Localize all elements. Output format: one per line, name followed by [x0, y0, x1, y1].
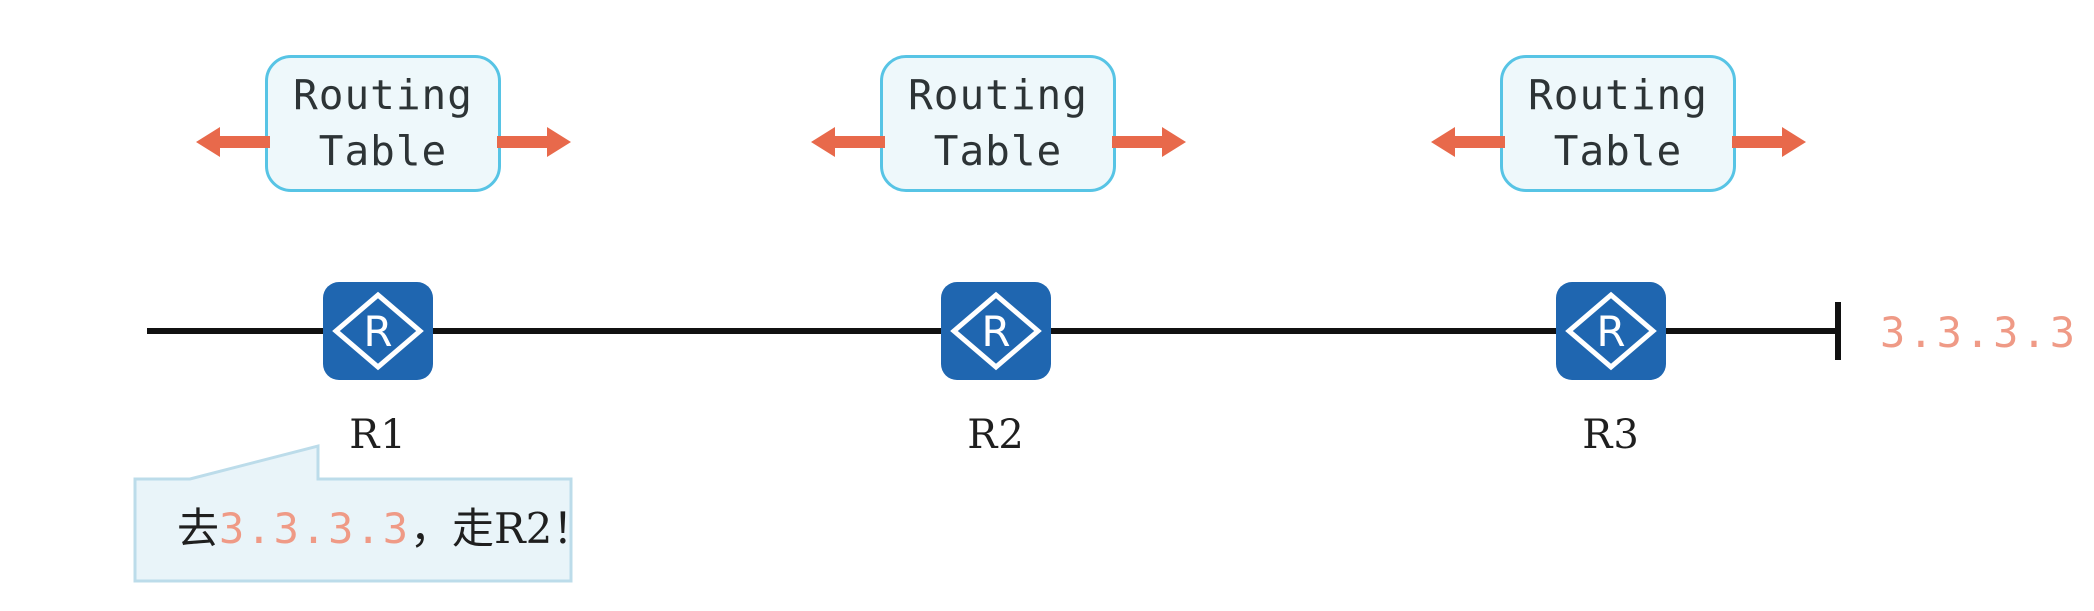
- callout-text: 去3.3.3.3，走R2！: [177, 495, 594, 556]
- routing-table-label-line2: Table: [933, 126, 1063, 175]
- svg-text:R: R: [981, 307, 1010, 356]
- arrow-right-icon-r2: [1112, 125, 1188, 159]
- line-terminator-tick: [1835, 302, 1841, 360]
- routing-table-box-r1: Routing Table: [265, 55, 501, 192]
- router-icon-r3[interactable]: R: [1556, 282, 1666, 380]
- router-label-r1: R1: [349, 412, 407, 458]
- router-label-r2: R2: [967, 412, 1025, 458]
- destination-ip-label: 3.3.3.3: [1880, 308, 2079, 357]
- routing-table-label-line2: Table: [318, 126, 448, 175]
- router-icon-r2[interactable]: R: [941, 282, 1051, 380]
- routing-table-label-line2: Table: [1553, 126, 1683, 175]
- router-label-r3: R3: [1582, 412, 1640, 458]
- arrow-left-icon-r2: [809, 125, 885, 159]
- arrow-left-icon-r3: [1429, 125, 1505, 159]
- routing-table-label-line1: Routing: [1528, 71, 1708, 120]
- callout-prefix: 去: [177, 504, 220, 553]
- routing-table-box-r3: Routing Table: [1500, 55, 1736, 192]
- svg-text:R: R: [1596, 307, 1625, 356]
- arrow-right-icon-r1: [497, 125, 573, 159]
- callout-bubble: 去3.3.3.3，走R2！: [133, 443, 594, 583]
- callout-suffix: ，走R2！: [410, 504, 595, 553]
- routing-table-label-line1: Routing: [908, 71, 1088, 120]
- arrow-right-icon-r3: [1732, 125, 1808, 159]
- svg-text:R: R: [363, 307, 392, 356]
- routing-table-box-r2: Routing Table: [880, 55, 1116, 192]
- arrow-left-icon-r1: [194, 125, 270, 159]
- router-icon-r1[interactable]: R: [323, 282, 433, 380]
- routing-table-label-line1: Routing: [293, 71, 473, 120]
- callout-ip: 3.3.3.3: [219, 504, 411, 553]
